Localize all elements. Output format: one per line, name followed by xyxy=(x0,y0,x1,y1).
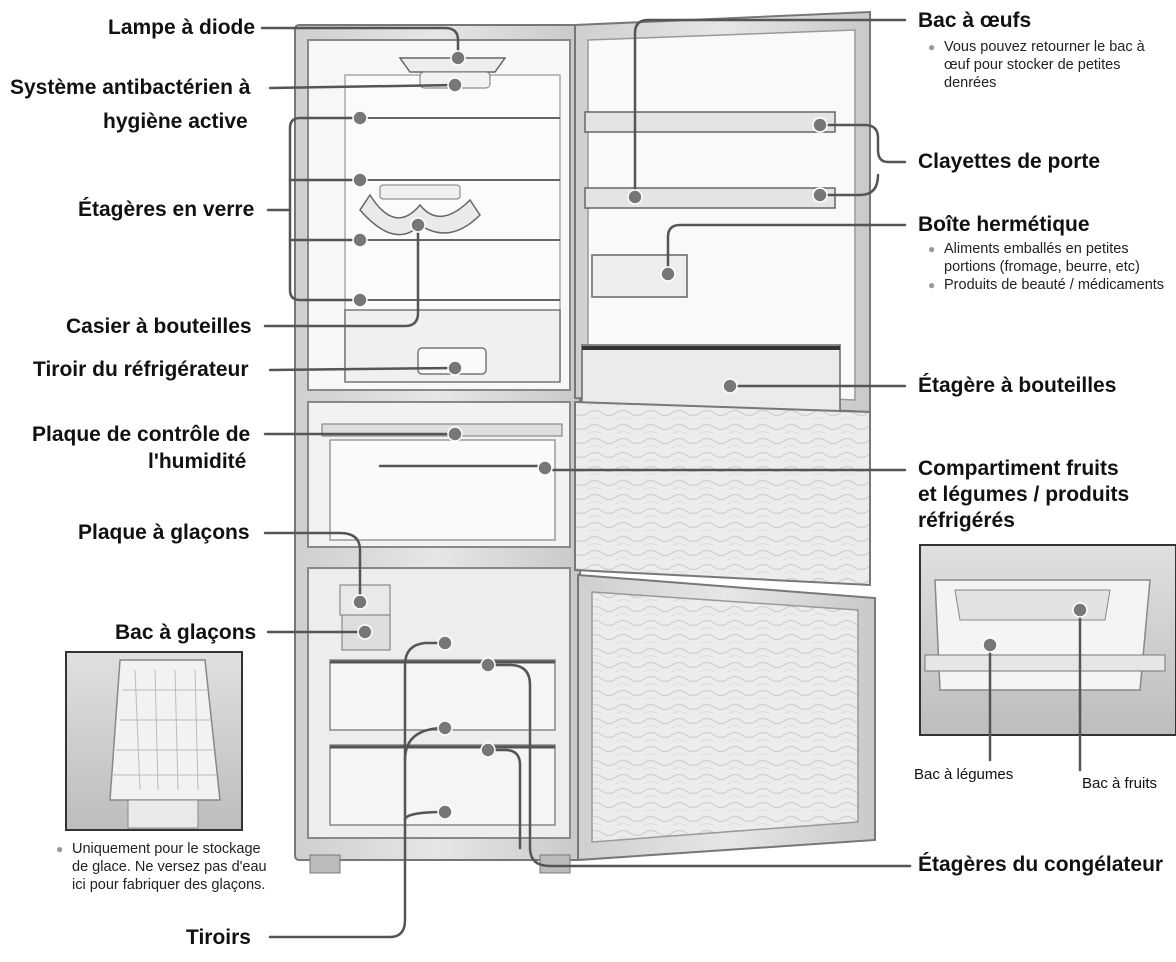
label-plaque-glacons: Plaque à glaçons xyxy=(78,521,250,544)
bullet: ● xyxy=(928,278,936,292)
cabinet-body xyxy=(294,24,581,874)
leader-dots xyxy=(352,50,1088,820)
note-boite: ● Aliments emballés en petites portions (… xyxy=(928,240,1168,294)
label-compartiment-1: Compartiment fruits xyxy=(918,457,1119,480)
bullet: ● xyxy=(56,842,64,856)
bullet: ● xyxy=(928,40,936,54)
label-systeme-antibacterien-2: hygiène active xyxy=(103,110,248,133)
freezer-door xyxy=(577,573,876,862)
note-boite-2-text: Produits de beauté / médicaments xyxy=(944,277,1165,293)
label-tiroir-refrigerateur: Tiroir du réfrigérateur xyxy=(33,358,249,381)
label-plaque-humidite-2: l'humidité xyxy=(148,450,247,473)
label-boite-hermetique: Boîte hermétique xyxy=(918,213,1090,236)
label-casier-bouteilles: Casier à bouteilles xyxy=(66,315,252,338)
label-plaque-humidite-1: Plaque de contrôle de xyxy=(32,423,251,446)
label-compartiment-3: réfrigérés xyxy=(918,509,1015,532)
label-compartiment-2: et légumes / produits xyxy=(918,483,1130,506)
label-tiroirs: Tiroirs xyxy=(186,926,251,949)
bullet: ● xyxy=(928,242,936,256)
middle-door xyxy=(574,400,871,587)
upper-door xyxy=(574,10,871,416)
label-etageres-verre: Étagères en verre xyxy=(78,198,255,221)
label-systeme-antibacterien-1: Système antibactérien à xyxy=(10,76,251,99)
label-bac-oeufs: Bac à œufs xyxy=(918,9,1032,32)
leader-lines xyxy=(260,18,1082,939)
note-oeufs: ● Vous pouvez retourner le bac à œuf pour… xyxy=(928,38,1163,92)
label-bac-fruits: Bac à fruits xyxy=(1082,775,1158,792)
note-boite-1-text: Aliments emballés en petites portions (f… xyxy=(944,241,1140,275)
ice-tray-photo xyxy=(65,651,243,831)
label-bac-glacons: Bac à glaçons xyxy=(115,621,257,644)
label-etagere-bouteilles: Étagère à bouteilles xyxy=(918,374,1117,397)
label-bac-legumes: Bac à légumes xyxy=(914,766,1014,783)
note-glace-text: Uniquement pour le stockage de glace. Ne… xyxy=(72,841,267,893)
label-clayettes-porte: Clayettes de porte xyxy=(918,150,1101,173)
label-lampe-diode: Lampe à diode xyxy=(108,16,256,39)
note-oeufs-text: Vous pouvez retourner le bac à œuf pour … xyxy=(944,39,1145,91)
crisper-drawer-photo xyxy=(919,544,1176,736)
note-glace: ● Uniquement pour le stockage de glace. N… xyxy=(56,840,271,894)
label-etageres-congelateur: Étagères du congélateur xyxy=(918,853,1164,876)
